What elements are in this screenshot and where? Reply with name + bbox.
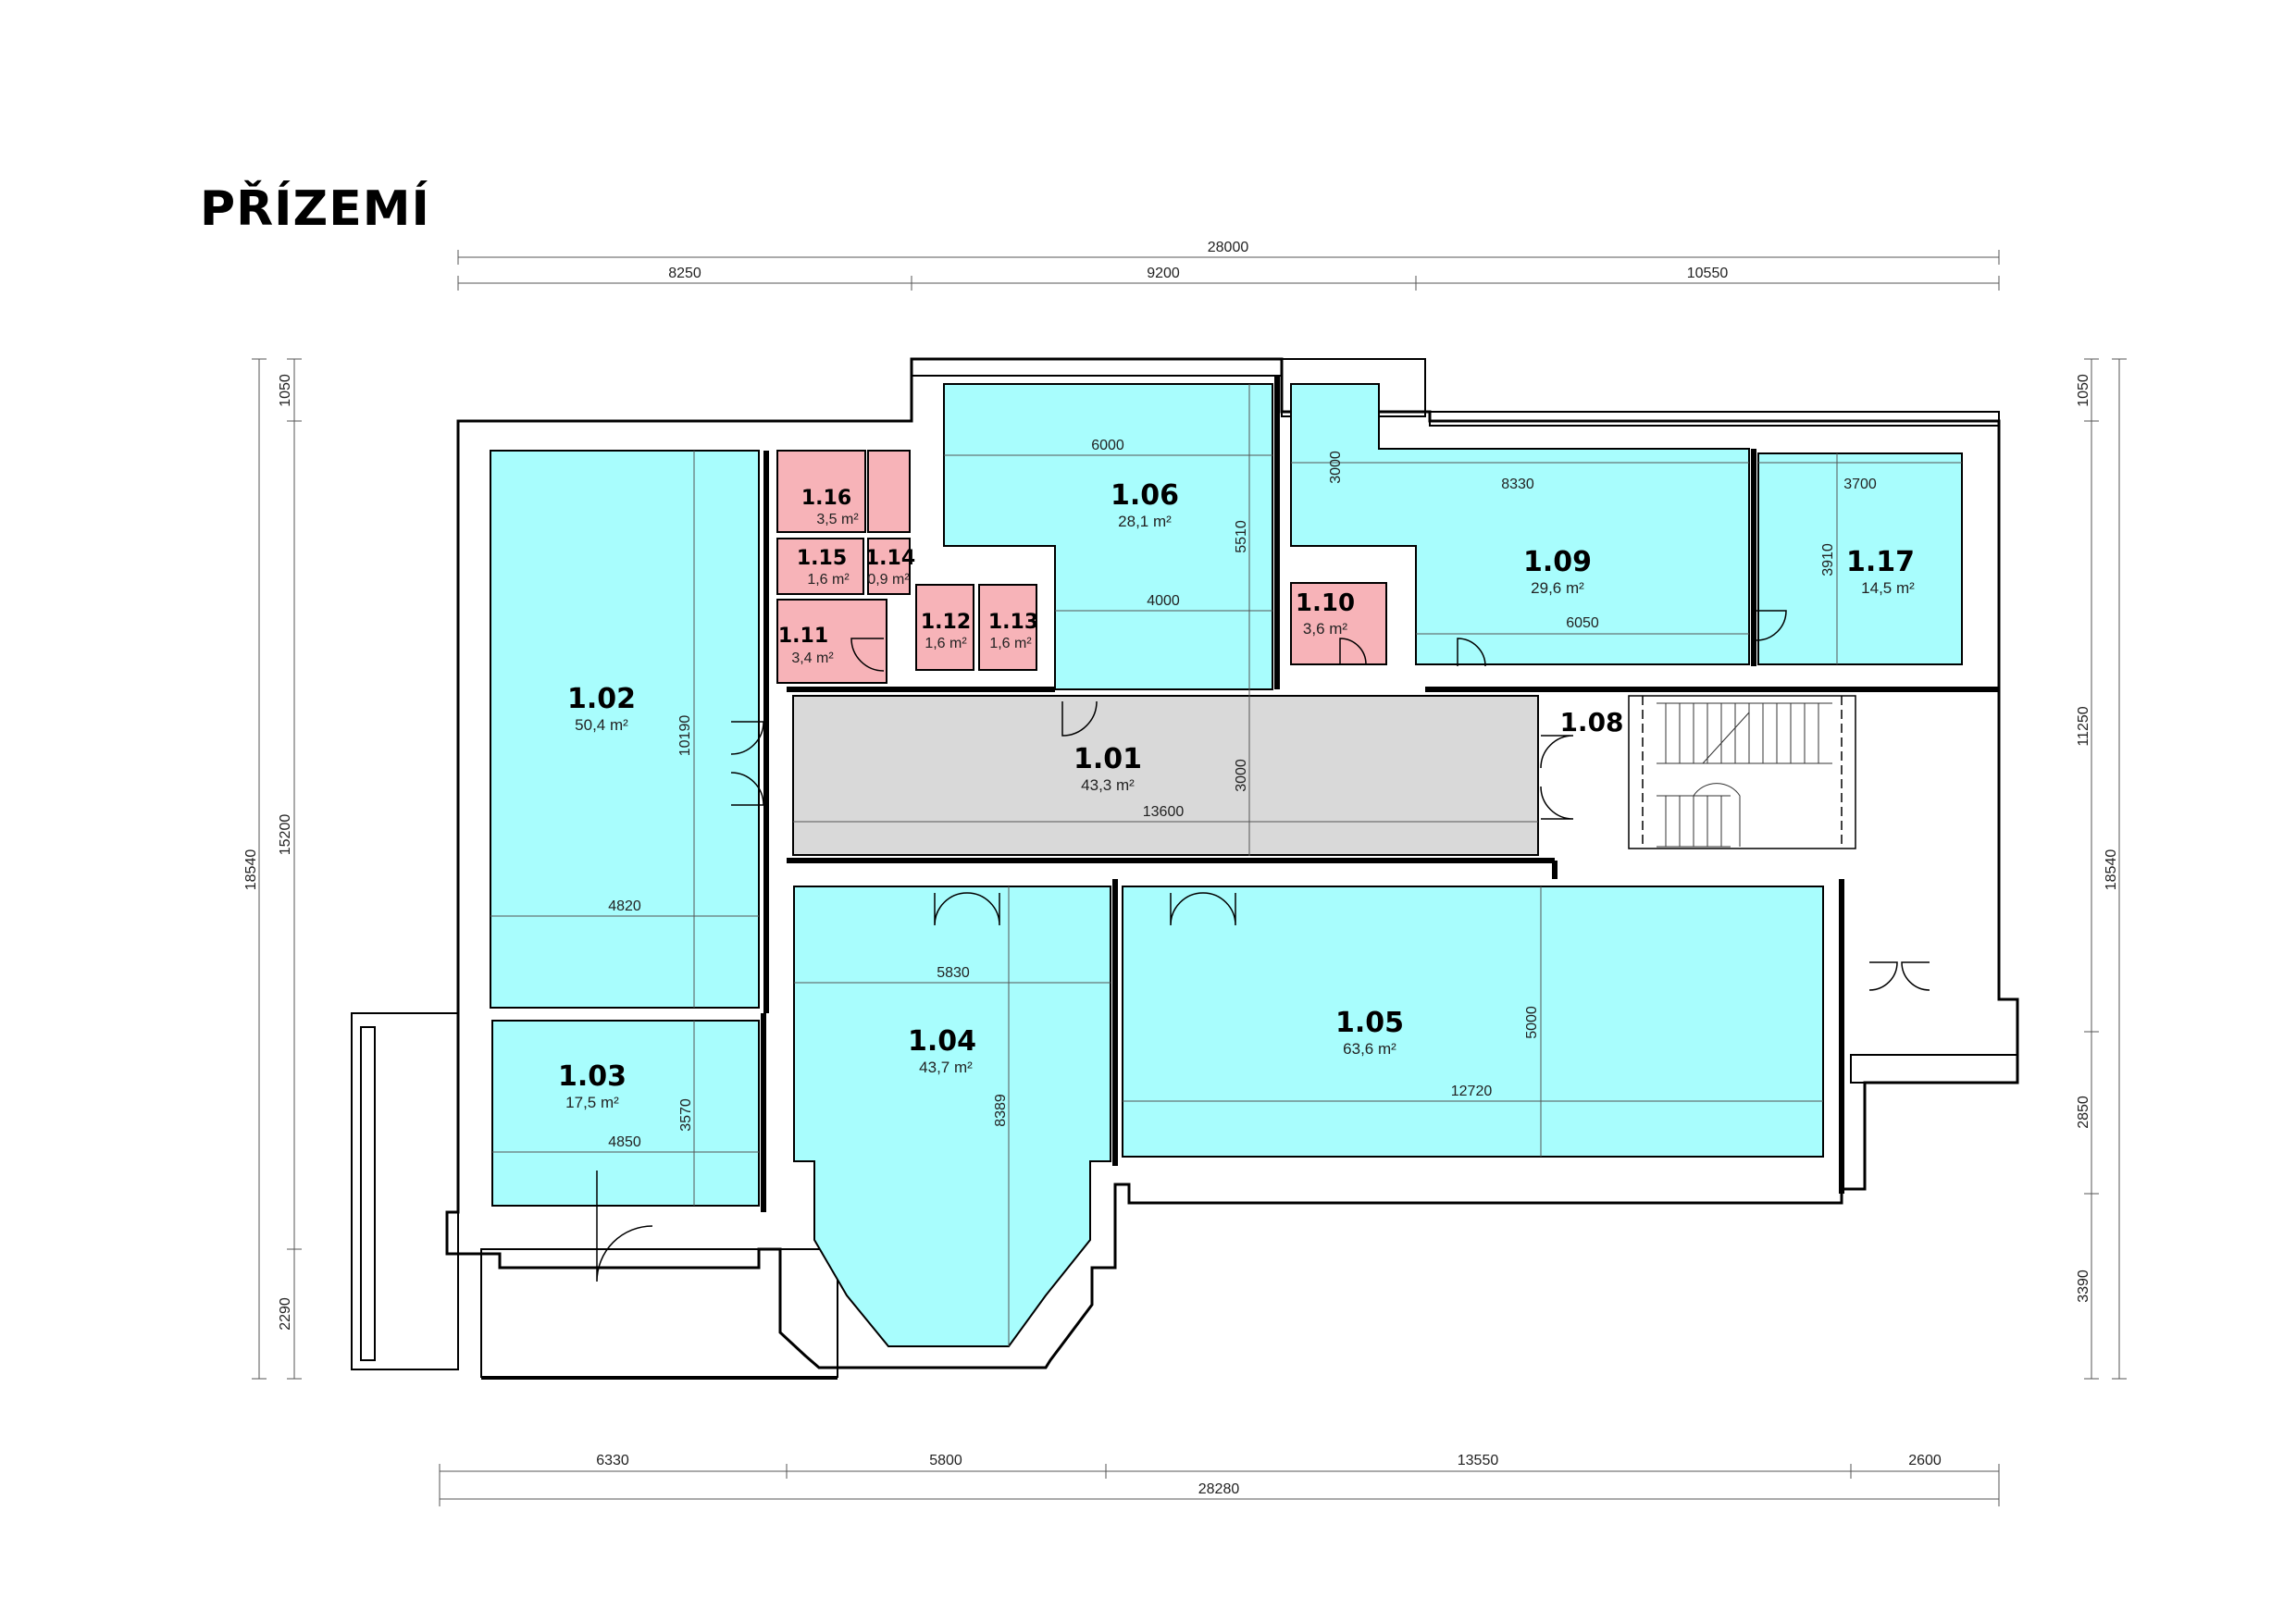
room-area: 3,4 m² (791, 650, 834, 666)
terrace (351, 1012, 838, 1380)
dim-top-2: 9200 (1147, 266, 1180, 281)
dim-int: 4850 (608, 1134, 641, 1150)
room-area: 50,4 m² (575, 716, 628, 734)
room-id: 1.06 (1111, 479, 1179, 512)
dim-int: 12720 (1451, 1084, 1493, 1099)
dim-top-total: 28000 (1208, 240, 1249, 255)
room-id: 1.01 (1074, 743, 1142, 775)
dim-int: 4000 (1147, 593, 1180, 609)
room-area: 1,6 m² (925, 636, 967, 651)
room-area: 17,5 m² (565, 1094, 619, 1111)
room-1-16[interactable] (776, 450, 866, 533)
room-area: 3,5 m² (816, 512, 859, 527)
dim-int: 3000 (1328, 451, 1344, 484)
room-1-11[interactable] (776, 599, 887, 684)
room-1-03[interactable] (491, 1020, 760, 1207)
dim-right-total: 18540 (2104, 849, 2119, 891)
dim-int: 8389 (993, 1094, 1009, 1127)
dimension-labels: 28000 8250 9200 10550 6330 5800 13550 26… (243, 240, 2119, 1497)
dim-left-1: 1050 (278, 374, 293, 407)
dimension-lines (252, 250, 2127, 1506)
room-id: 1.05 (1335, 1007, 1404, 1039)
dim-int: 5000 (1524, 1006, 1540, 1039)
interior-walls (761, 375, 1999, 1212)
dim-bottom-4: 2600 (1908, 1453, 1942, 1468)
dim-right-4: 3390 (2076, 1270, 2091, 1303)
room-1-01[interactable] (792, 695, 1539, 856)
dim-right-1: 1050 (2076, 374, 2091, 407)
dim-int: 3570 (678, 1098, 694, 1132)
dim-top-3: 10550 (1687, 266, 1729, 281)
dim-right-3: 2850 (2076, 1096, 2091, 1129)
room-area: 29,6 m² (1531, 579, 1584, 597)
dim-int: 3700 (1843, 477, 1877, 492)
dim-int: 5830 (937, 965, 970, 981)
room-id: 1.08 (1559, 707, 1623, 737)
dim-int: 8330 (1501, 477, 1534, 492)
dim-top-1: 8250 (668, 266, 701, 281)
room-id: 1.11 (778, 625, 828, 648)
room-1-13[interactable] (978, 584, 1037, 671)
room-1-16-wc[interactable] (867, 450, 911, 533)
room-1-17[interactable] (1757, 452, 1963, 665)
room-id: 1.15 (797, 547, 847, 570)
dim-int: 3910 (1820, 543, 1836, 576)
dim-int: 4820 (608, 898, 641, 914)
room-area: 1,6 m² (989, 636, 1032, 651)
page-title: PŘÍZEMÍ (200, 181, 430, 237)
room-id: 1.09 (1523, 546, 1592, 578)
room-area: 1,6 m² (807, 572, 850, 588)
dim-int: 13600 (1143, 804, 1185, 820)
room-area: 43,7 m² (919, 1059, 973, 1076)
dim-bottom-2: 5800 (929, 1453, 962, 1468)
dim-int: 10190 (677, 715, 693, 757)
room-1-02[interactable] (490, 450, 760, 1009)
room-id: 1.10 (1296, 589, 1355, 617)
room-id: 1.13 (988, 611, 1038, 634)
dim-bottom-1: 6330 (596, 1453, 629, 1468)
room-area: 43,3 m² (1081, 776, 1135, 794)
interior-measure-lines (490, 384, 1962, 1346)
doors (596, 610, 1930, 1282)
room-id: 1.02 (567, 683, 636, 715)
room-area: 0,9 m² (867, 572, 910, 588)
room-id: 1.16 (801, 487, 851, 510)
room-area: 28,1 m² (1118, 513, 1172, 530)
dim-right-2: 11250 (2076, 706, 2091, 746)
room-id: 1.12 (921, 611, 971, 634)
stair-1-08 (1628, 695, 1856, 849)
room-id: 1.14 (865, 547, 915, 570)
dim-int: 6000 (1091, 438, 1124, 453)
dim-int: 3000 (1234, 759, 1249, 792)
room-1-12[interactable] (915, 584, 974, 671)
room-labels: 1.01 43,3 m² 1.02 50,4 m² 1.03 17,5 m² 1… (558, 479, 1915, 1111)
dim-left-3: 2290 (278, 1297, 293, 1331)
room-1-09[interactable] (1290, 383, 1750, 665)
dim-left-total: 18540 (243, 849, 259, 891)
room-area: 63,6 m² (1343, 1040, 1396, 1058)
dim-left-2: 15200 (278, 814, 293, 856)
room-1-14[interactable] (867, 538, 911, 595)
room-id: 1.03 (558, 1060, 627, 1093)
room-id: 1.04 (908, 1025, 976, 1058)
dim-bottom-total: 28280 (1198, 1481, 1240, 1497)
rooms (490, 383, 1963, 1347)
dim-bottom-3: 13550 (1458, 1453, 1499, 1468)
room-1-15[interactable] (776, 538, 864, 595)
room-area: 14,5 m² (1861, 579, 1915, 597)
dim-int: 5510 (1234, 520, 1249, 553)
room-id: 1.17 (1846, 546, 1915, 578)
room-1-05[interactable] (1122, 886, 1824, 1158)
room-area: 3,6 m² (1303, 620, 1348, 638)
dim-int: 6050 (1566, 615, 1599, 631)
room-1-10[interactable] (1290, 582, 1387, 665)
